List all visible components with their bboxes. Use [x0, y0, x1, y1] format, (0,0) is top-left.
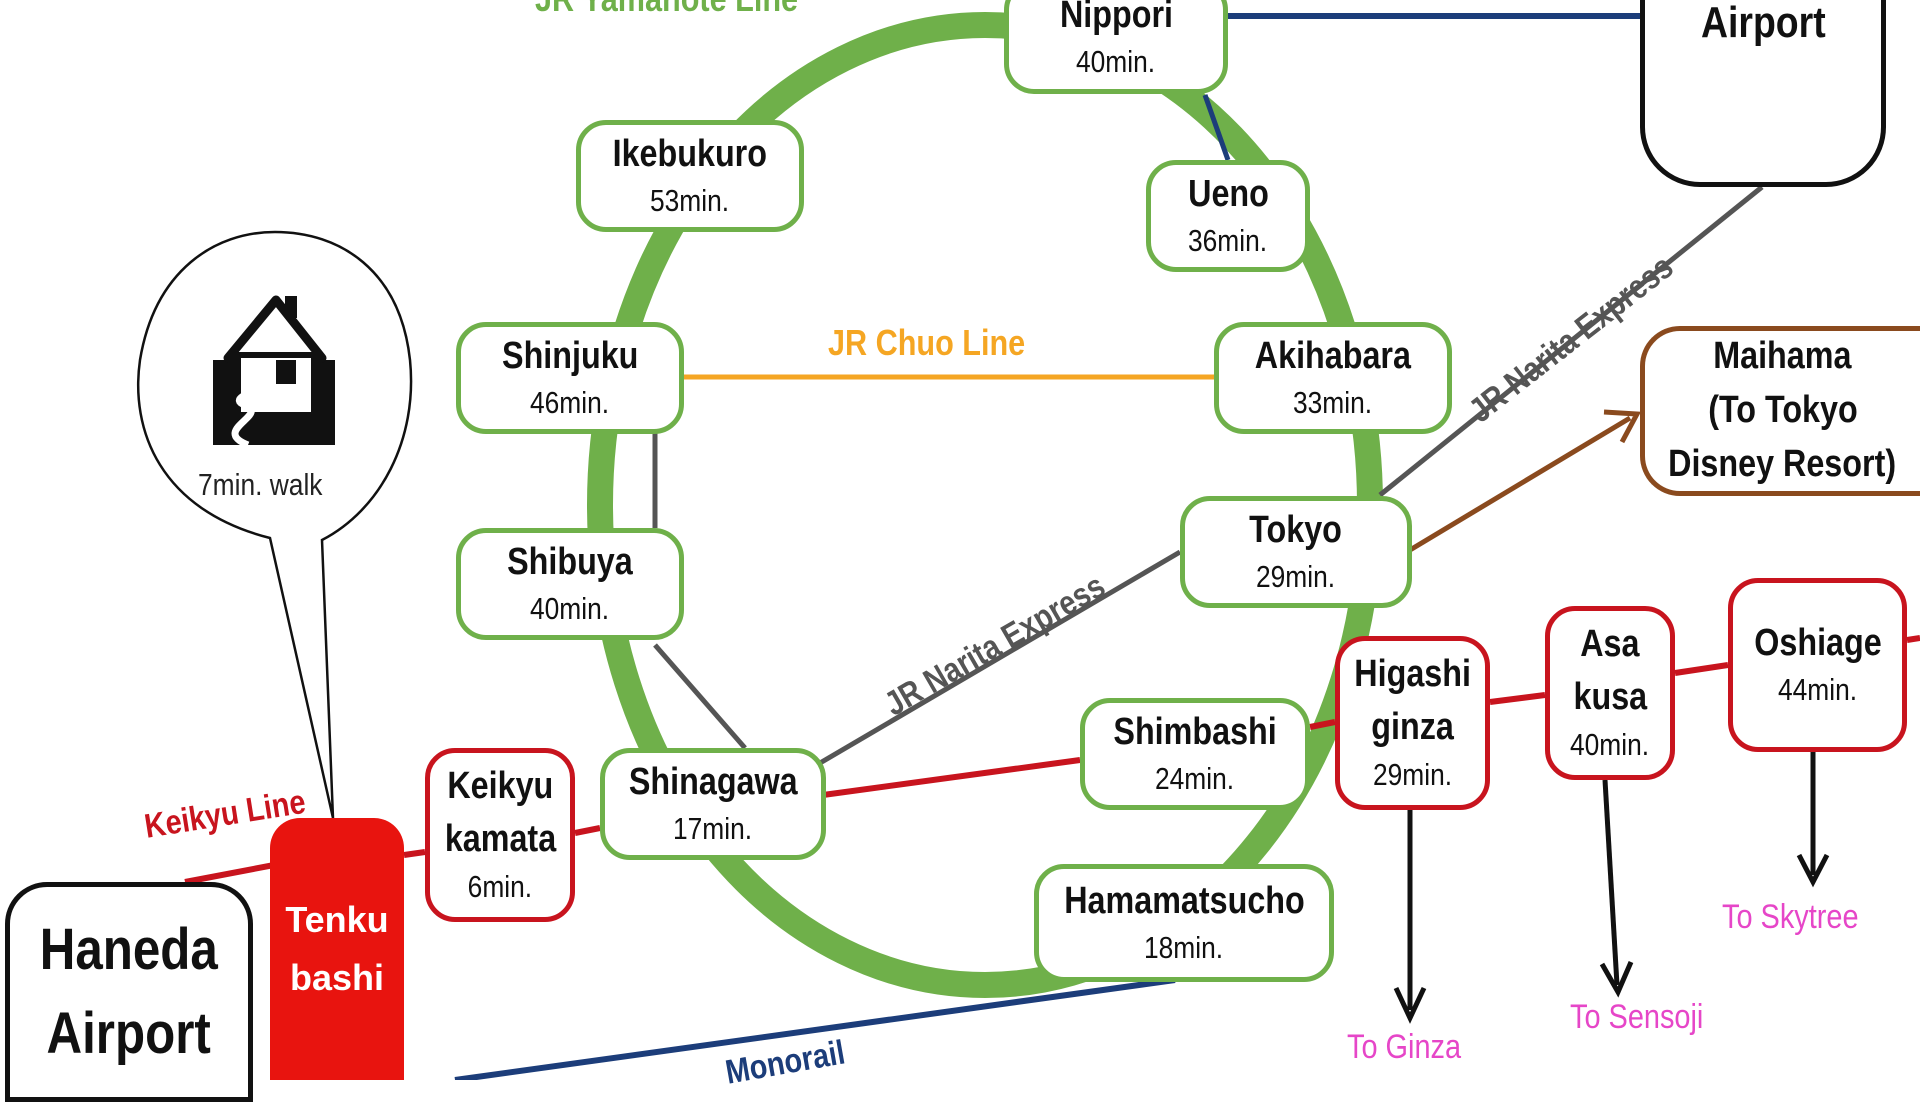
station-time: 36min.	[1188, 223, 1268, 259]
station-name: Akihabara	[1254, 334, 1412, 377]
station-shinjuku[interactable]: Shinjuku 46min.	[456, 322, 684, 434]
walk-time: 7min. walk	[198, 467, 323, 502]
maihama-arrow-head	[1603, 409, 1642, 444]
sensoji-arrow-line	[1602, 779, 1620, 986]
station-time: 24min.	[1155, 761, 1235, 797]
station-name: Ueno	[1187, 172, 1269, 215]
station-time: 6min.	[467, 869, 533, 905]
station-time: 33min.	[1293, 385, 1373, 421]
home-speech-bubble	[136, 230, 413, 819]
chuo-line-label: JR Chuo Line	[828, 322, 1026, 363]
narita-express-line-top	[1378, 185, 1764, 497]
station-tenkubashi[interactable]: Tenku bashi	[270, 818, 404, 1080]
station-higashi-ginza[interactable]: Higashi ginza 29min.	[1335, 636, 1490, 810]
station-time: 46min.	[530, 385, 610, 421]
station-name: Tokyo	[1249, 508, 1343, 551]
station-maihama[interactable]: Maihama (To Tokyo Disney Resort)	[1640, 326, 1920, 496]
station-keikyu-kamata[interactable]: Keikyu kamata 6min.	[425, 748, 575, 922]
station-time: 18min.	[1144, 930, 1224, 966]
narita-express-line-mid	[818, 549, 1182, 766]
shibuya-shinagawa-connector	[653, 643, 747, 750]
station-time: 44min.	[1777, 672, 1858, 708]
haneda-line-1: Haneda	[39, 917, 219, 983]
destination-sensoji[interactable]: To Sensoji	[1570, 998, 1704, 1036]
station-shinagawa[interactable]: Shinagawa 17min.	[600, 748, 826, 860]
destination-ginza[interactable]: To Ginza	[1347, 1028, 1462, 1066]
asakusa-line-5	[1906, 635, 1920, 643]
maihama-line-2: (To Tokyo	[1707, 389, 1858, 432]
station-name: Hamamatsucho	[1063, 879, 1305, 922]
station-akihabara[interactable]: Akihabara 33min.	[1214, 322, 1452, 434]
tenku-line-2: bashi	[289, 957, 385, 998]
station-time: 53min.	[650, 183, 730, 219]
station-name: Nippori	[1059, 0, 1173, 36]
station-name: Ikebukuro	[612, 132, 768, 175]
haneda-airport[interactable]: Haneda Airport	[5, 882, 253, 1102]
house-icon	[213, 295, 335, 449]
maihama-line-3: Disney Resort)	[1668, 442, 1897, 485]
station-time: 29min.	[1256, 559, 1336, 595]
narita-airport[interactable]: Airport	[1640, 0, 1886, 187]
sensoji-arrow-head	[1599, 961, 1634, 998]
keikyu-line-2	[403, 849, 426, 858]
nippori-ueno-connector	[1202, 94, 1231, 161]
station-name: Oshiage	[1753, 621, 1882, 664]
station-name: Shinjuku	[501, 334, 639, 377]
narita-airport-label: Airport	[1700, 0, 1826, 47]
station-time: 29min.	[1372, 757, 1453, 793]
station-name-line-2: kamata	[444, 818, 556, 861]
station-time: 40min.	[1076, 44, 1156, 80]
keikyu-line-3	[574, 825, 601, 836]
station-ikebukuro[interactable]: Ikebukuro 53min.	[576, 120, 804, 232]
maihama-line-1: Maihama	[1713, 335, 1852, 378]
maihama-arrow-line	[1408, 415, 1632, 553]
station-shimbashi[interactable]: Shimbashi 24min.	[1080, 698, 1310, 810]
monorail-line	[454, 977, 1176, 1080]
station-oshiage[interactable]: Oshiage 44min.	[1728, 578, 1907, 752]
asakusa-line-3	[1489, 692, 1546, 705]
station-name: Shinagawa	[628, 760, 798, 803]
station-name-line-1: Keikyu	[447, 764, 553, 807]
asakusa-line-2	[1309, 719, 1336, 730]
station-time: 40min.	[530, 591, 610, 627]
station-name-line-1: Asa	[1580, 622, 1640, 665]
tenku-line-1: Tenku	[285, 899, 389, 941]
station-asakusa[interactable]: Asa kusa 40min.	[1545, 606, 1675, 780]
station-name: Shibuya	[507, 540, 633, 583]
asakusa-line-4	[1674, 662, 1729, 676]
station-time: 17min.	[673, 811, 753, 847]
yamanote-line-label: JR Yamanote Line	[535, 0, 798, 20]
destination-skytree[interactable]: To Skytree	[1722, 898, 1859, 936]
station-nippori[interactable]: Nippori 40min.	[1004, 0, 1228, 94]
station-name-line-2: kusa	[1573, 676, 1647, 719]
haneda-line-2: Airport	[46, 1001, 212, 1066]
station-name-line-1: Higashi	[1354, 652, 1471, 695]
station-hamamatsucho[interactable]: Hamamatsucho 18min.	[1034, 864, 1334, 982]
station-shibuya[interactable]: Shibuya 40min.	[456, 528, 684, 640]
station-name-line-2: ginza	[1371, 706, 1454, 749]
station-tokyo[interactable]: Tokyo 29min.	[1180, 496, 1412, 608]
skytree-arrow-head	[1796, 853, 1830, 888]
station-time: 40min.	[1570, 727, 1650, 763]
ginza-arrow-head	[1393, 986, 1427, 1024]
station-name: Shimbashi	[1113, 710, 1277, 753]
asakusa-line	[822, 757, 1081, 798]
station-ueno[interactable]: Ueno 36min.	[1146, 160, 1310, 272]
